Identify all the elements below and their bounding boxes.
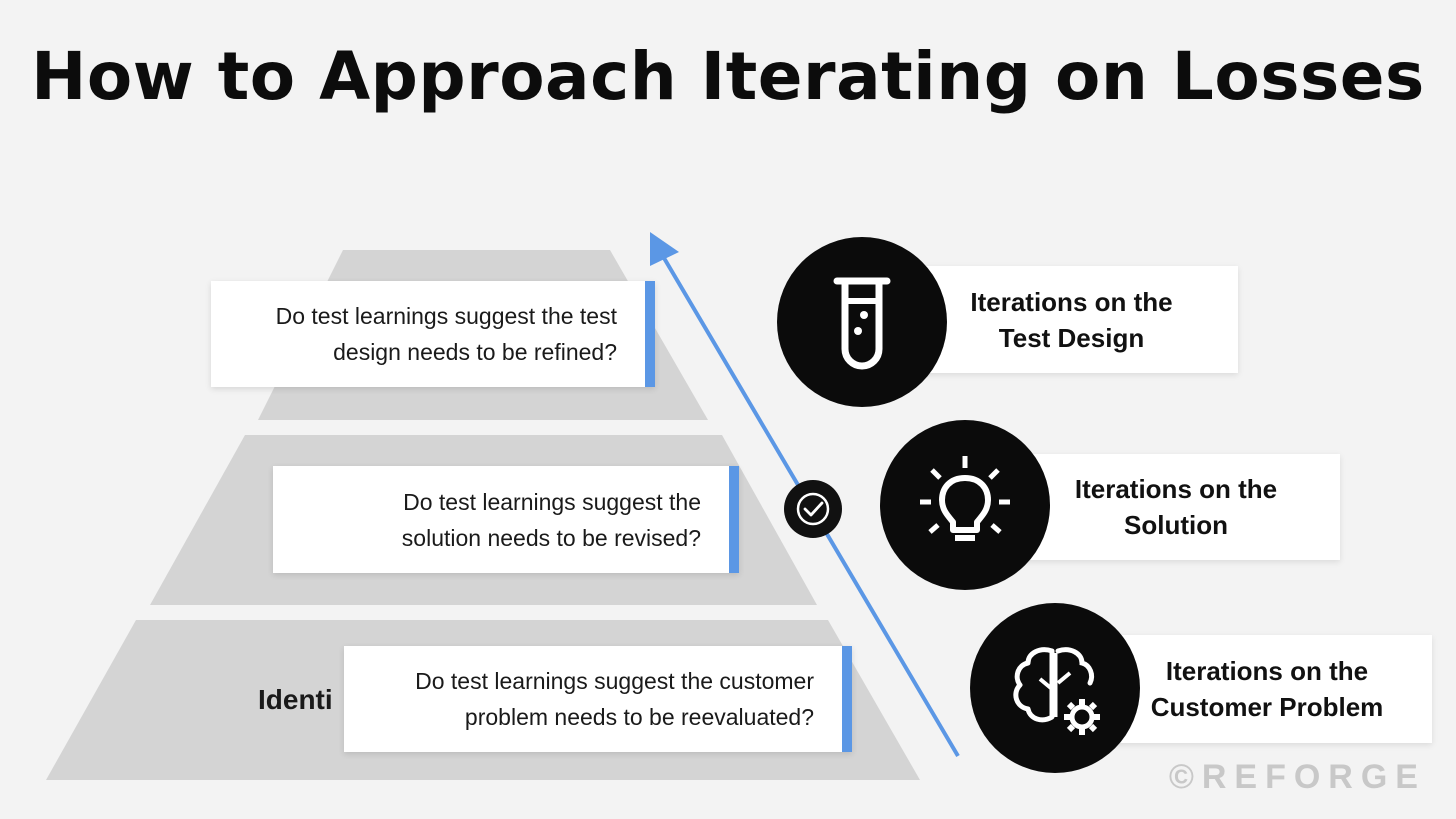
icon-circle-test-design <box>777 237 947 407</box>
question-text: Do test learnings suggest the test desig… <box>275 303 617 365</box>
iteration-card-solution: Iterations on the Solution <box>1012 454 1340 560</box>
test-tube-icon <box>833 277 891 370</box>
iteration-label: Iterations on the Solution <box>1074 474 1278 540</box>
brain-gear-icon <box>1013 647 1100 735</box>
reforge-watermark: ©REFORGE <box>1168 758 1426 796</box>
lightbulb-icon <box>920 456 1010 541</box>
question-text: Do test learnings suggest the solution n… <box>401 488 701 551</box>
check-circle-icon <box>784 480 842 538</box>
question-box-test-design: Do test learnings suggest the test desig… <box>211 281 655 387</box>
iteration-card-test-design: Iterations on the Test Design <box>905 266 1238 373</box>
question-box-customer-problem: Do test learnings suggest the customer p… <box>344 646 852 752</box>
page-title: How to Approach Iterating on Losses <box>31 38 1425 115</box>
iteration-card-customer-problem: Iterations on the Customer Problem <box>1102 635 1432 743</box>
iteration-label: Iterations on the Test Design <box>970 286 1173 353</box>
iteration-label: Iterations on the Customer Problem <box>1150 656 1384 722</box>
upward-arrow-head <box>650 232 679 266</box>
pyramid-bottom-label: Identi <box>258 684 333 715</box>
question-text: Do test learnings suggest the customer p… <box>415 668 814 730</box>
icon-circle-customer-problem <box>970 603 1140 773</box>
question-box-solution: Do test learnings suggest the solution n… <box>273 466 739 573</box>
icon-circle-solution <box>880 420 1050 590</box>
